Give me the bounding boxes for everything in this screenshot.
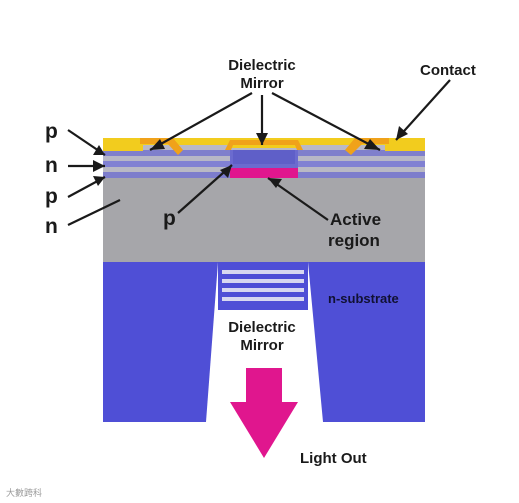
label-dielectric-mirror-bottom-1: Dielectric (228, 319, 296, 336)
label-active-region-1: Active (330, 210, 381, 229)
label-layer-p-mid: p (45, 185, 58, 208)
label-n-substrate: n-substrate (328, 291, 399, 306)
label-active-region-2: region (328, 231, 380, 250)
label-layer-n-bottom: n (45, 215, 58, 238)
label-dielectric-mirror-top-1: Dielectric (228, 57, 296, 74)
label-light-out: Light Out (300, 450, 367, 467)
label-inner-p: p (163, 207, 176, 230)
label-layer-p-top: p (45, 120, 58, 143)
arrow-down-icon (230, 368, 298, 458)
label-contact: Contact (420, 62, 476, 79)
gray-n-layer (103, 178, 425, 262)
watermark: 大數跨科 (6, 487, 42, 499)
label-dielectric-mirror-top-2: Mirror (240, 75, 284, 92)
leader-arrowheads (93, 126, 408, 188)
active-region-block (230, 168, 298, 178)
label-layer-n-top: n (45, 154, 58, 177)
label-dielectric-mirror-bottom-2: Mirror (240, 337, 284, 354)
top-contact (103, 138, 425, 155)
central-mesa (230, 146, 298, 178)
bottom-mirror-stack (218, 262, 308, 310)
